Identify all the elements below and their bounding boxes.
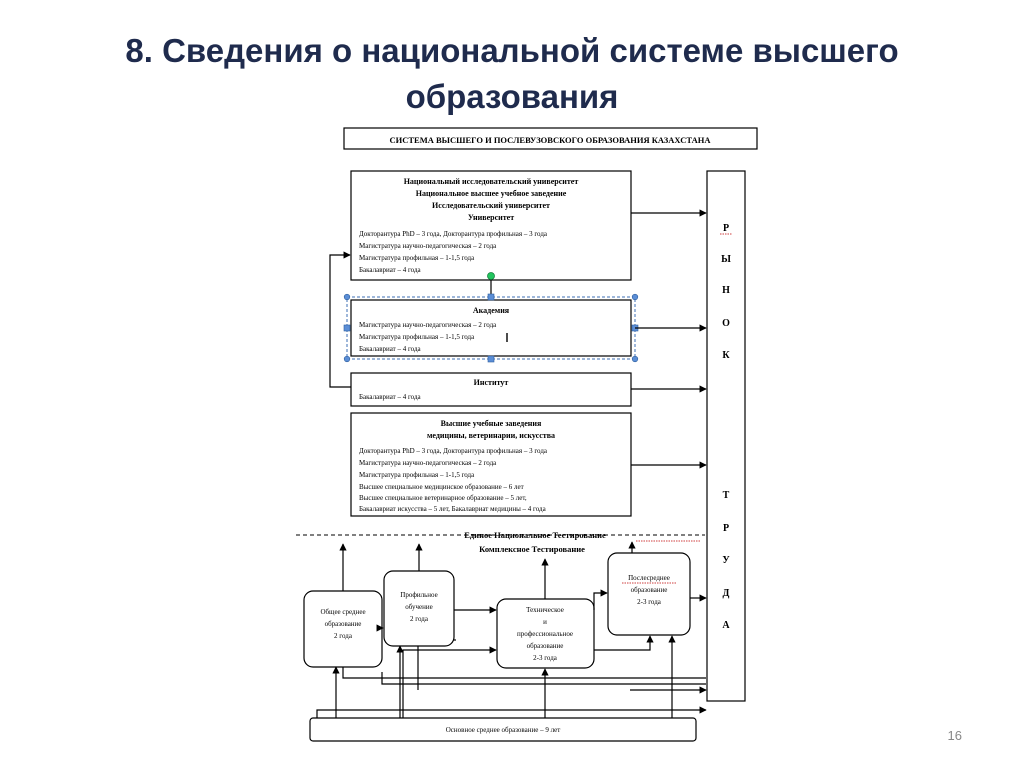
university-line-3: Магистратура профильная – 1-1,5 года	[359, 254, 475, 262]
bottom-flow-arrows	[316, 541, 707, 718]
technical-line-5: 2-3 года	[533, 654, 558, 662]
university-title-3: Исследовательский университет	[432, 201, 550, 210]
technical-line-3: профессиональное	[517, 630, 573, 638]
university-line-1: Докторантура PhD – 3 года, Докторантура …	[359, 230, 548, 238]
resize-handle-top[interactable]	[487, 293, 495, 301]
technical-line-2: и	[543, 618, 547, 626]
post-secondary-line-1: Послесреднее	[628, 574, 670, 582]
university-line-2: Магистратура научно-педагогическая – 2 г…	[359, 242, 497, 250]
institute-to-university-arrow	[329, 251, 351, 388]
technical-line-4: образование	[527, 642, 564, 650]
arrows-to-labor-market	[630, 209, 707, 694]
specialized-title-2: медицины, ветеринарии, искусства	[427, 431, 555, 440]
academy-box[interactable]: Академия Магистратура научно-педагогичес…	[343, 272, 639, 363]
labor-letter-8: У	[722, 555, 730, 566]
institute-line-1: Бакалавриат – 4 года	[359, 393, 422, 401]
specialized-line-2: Магистратура научно-педагогическая – 2 г…	[359, 459, 497, 467]
academy-line-3: Бакалавриат – 4 года	[359, 345, 422, 353]
diagram-header: СИСТЕМА ВЫСШЕГО И ПОСЛЕВУЗОВСКОГО ОБРАЗО…	[343, 127, 758, 150]
university-title-1: Национальный исследовательский университ…	[404, 177, 579, 186]
profile-line-1: Профильное	[400, 591, 437, 599]
resize-handle-bottom-left[interactable]	[343, 355, 351, 363]
basic-secondary-text: Основное среднее образование – 9 лет	[446, 726, 561, 734]
slide-title-line-2: образования	[405, 78, 619, 115]
university-title-2: Национальное высшее учебное заведение	[416, 189, 567, 198]
resize-handle-bottom-right[interactable]	[631, 355, 639, 363]
general-secondary-line-1: Общее среднее	[320, 608, 365, 616]
university-title-4: Университет	[468, 213, 514, 222]
general-secondary-line-2: образование	[325, 620, 362, 628]
labor-letter-9: Д	[723, 588, 730, 599]
post-secondary-line-3: 2-3 года	[637, 598, 662, 606]
testing-labels: Единое Национальное Тестирование Комплек…	[464, 530, 700, 554]
slide-title: 8. Сведения о национальной системе высше…	[0, 28, 1024, 120]
labor-letter-10: А	[722, 620, 730, 631]
profile-line-2: обучение	[405, 603, 433, 611]
labor-letter-6: Т	[723, 490, 730, 501]
post-secondary-box: Послесреднее образование 2-3 года	[607, 552, 691, 636]
labor-market-box: Р Ы Н О К Т Р У Д А	[706, 170, 746, 702]
university-line-4: Бакалавриат – 4 года	[359, 266, 422, 274]
resize-handle-top-right[interactable]	[631, 293, 639, 301]
rotate-handle[interactable]	[487, 272, 495, 280]
slide-title-line-1: 8. Сведения о национальной системе высше…	[125, 32, 899, 69]
profile-line-3: 2 года	[410, 615, 429, 623]
specialized-line-5: Высшее специальное ветеринарное образова…	[359, 494, 527, 502]
institute-box: Институт Бакалавриат – 4 года	[350, 372, 632, 407]
specialized-line-4: Высшее специальное медицинское образован…	[359, 483, 524, 491]
page-number: 16	[947, 728, 962, 743]
academy-title: Академия	[473, 306, 510, 315]
university-box: Национальный исследовательский университ…	[350, 170, 632, 281]
specialized-line-6: Бакалавриат искусства – 5 лет, Бакалаври…	[359, 505, 547, 513]
post-secondary-line-2: образование	[631, 586, 668, 594]
resize-handle-top-left[interactable]	[343, 293, 351, 301]
institute-title: Институт	[474, 378, 509, 387]
specialized-line-1: Докторантура PhD – 3 года, Докторантура …	[359, 447, 548, 455]
resize-handle-left[interactable]	[343, 324, 351, 332]
general-secondary-box: Общее среднее образование 2 года	[303, 590, 383, 668]
labor-letter-2: Ы	[721, 254, 731, 265]
labor-letter-5: К	[722, 350, 730, 361]
diagram-header-text: СИСТЕМА ВЫСШЕГО И ПОСЛЕВУЗОВСКОГО ОБРАЗО…	[389, 135, 711, 145]
academy-line-1: Магистратура научно-педагогическая – 2 г…	[359, 321, 497, 329]
specialized-title-1: Высшие учебные заведения	[441, 419, 542, 428]
general-secondary-line-3: 2 года	[334, 632, 353, 640]
technical-line-1: Техническое	[526, 606, 564, 614]
testing-label-2: Комплексное Тестирование	[479, 544, 585, 554]
specialized-hei-box: Высшие учебные заведения медицины, ветер…	[350, 412, 632, 517]
labor-letter-4: О	[722, 318, 730, 329]
resize-handle-bottom[interactable]	[487, 355, 495, 363]
profile-education-box: Профильное обучение 2 года	[383, 570, 455, 647]
labor-letter-3: Н	[722, 285, 730, 296]
specialized-line-3: Магистратура профильная – 1-1,5 года	[359, 471, 475, 479]
academy-line-2: Магистратура профильная – 1-1,5 года	[359, 333, 475, 341]
technical-vocational-box: Техническое и профессиональное образован…	[496, 598, 595, 669]
labor-letter-7: Р	[723, 523, 729, 534]
testing-label-1: Единое Национальное Тестирование	[464, 530, 606, 540]
labor-letter-1: Р	[723, 223, 729, 234]
basic-secondary-box: Основное среднее образование – 9 лет	[309, 717, 697, 742]
